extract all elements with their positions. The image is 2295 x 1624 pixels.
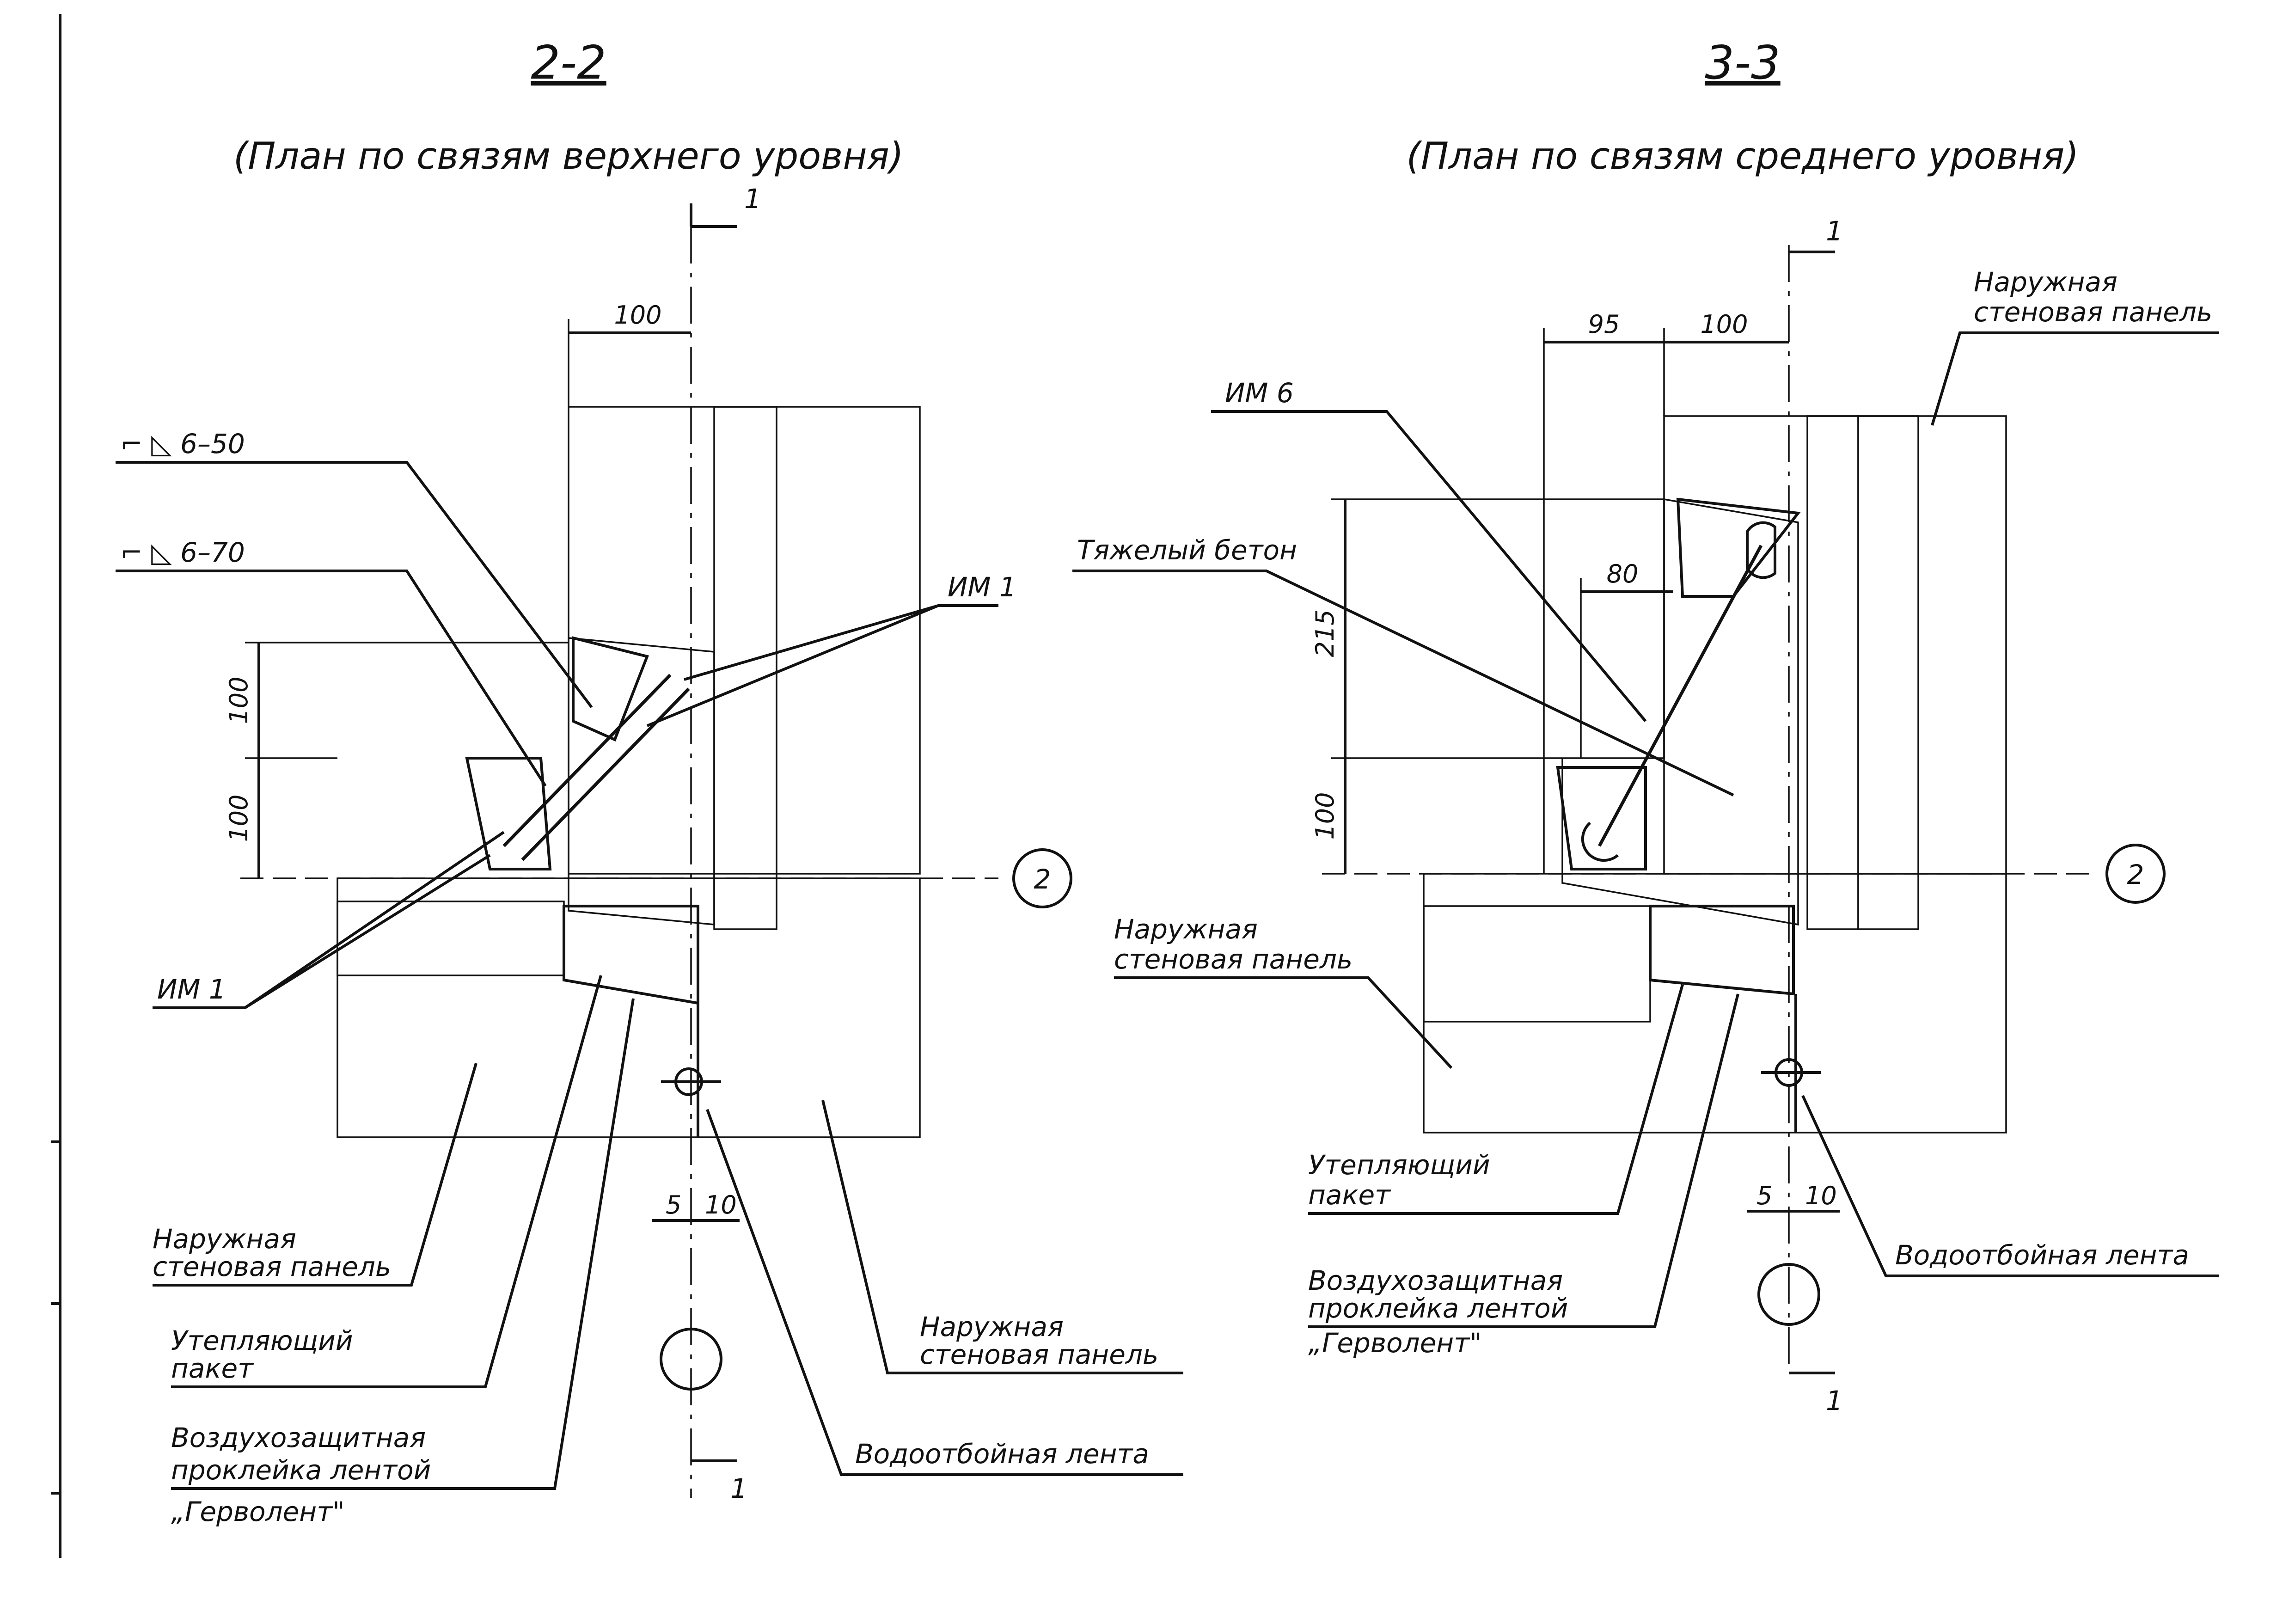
upper-panel — [568, 406, 921, 875]
axis-bubble — [2105, 844, 2166, 904]
label-im-left: ИМ 1 — [157, 974, 226, 1005]
cut-mark-label: 1 — [730, 1473, 747, 1504]
label-air-seal-3: „Герволент" — [171, 1496, 345, 1527]
label-insulation-2: пакет — [1308, 1179, 1391, 1211]
tie-bar — [1597, 545, 1763, 847]
dim-b10: 10 — [1805, 1181, 1837, 1210]
leader-water-tape — [706, 1109, 1183, 1476]
leader-air-seal — [171, 998, 635, 1490]
leader-air-seal — [1308, 993, 1739, 1328]
axis-number: 2 — [1034, 864, 1051, 895]
label-air-seal-2: проклейка лентой — [171, 1454, 431, 1486]
embedded-plate — [1676, 497, 1801, 598]
dim-215: 215 — [1310, 609, 1340, 657]
leader-im-top — [684, 604, 939, 681]
dim-v-upper: 100 — [224, 676, 253, 724]
label-outer-panel-top-2: стеновая панель — [1974, 296, 2212, 328]
leader-outer-panel-left — [1114, 976, 1453, 1069]
dim-80: 80 — [1607, 559, 1639, 588]
label-air-seal-1: Воздухозащитная — [171, 1422, 426, 1453]
dim-v-lower: 100 — [224, 794, 253, 842]
tie-bar — [521, 687, 690, 861]
insulation-strip — [1857, 415, 1919, 930]
label-im: ИМ 6 — [1225, 377, 1294, 409]
leader-water-tape — [1801, 1095, 2219, 1277]
loop — [1581, 821, 1619, 862]
cut-mark-label: 1 — [1826, 215, 1843, 247]
section-title: 2-2 — [531, 36, 606, 90]
leader-heavy-concrete — [1072, 570, 1734, 797]
leader-insulation — [171, 975, 602, 1388]
pipe-circle — [660, 1328, 722, 1391]
embedded-plate — [572, 636, 649, 742]
insulation-band — [337, 901, 565, 976]
pipe-circle — [1757, 1263, 1820, 1326]
cut-mark-label: 1 — [744, 183, 761, 214]
label-outer-panel-left-2: стеновая панель — [153, 1251, 391, 1282]
cut-mark-label: 1 — [1826, 1385, 1843, 1416]
leader-im-left — [244, 831, 505, 1009]
leader-outer-panel-top — [1931, 331, 2219, 426]
label-water-tape: Водоотбойная лента — [1895, 1239, 2189, 1271]
label-outer-panel-right-2: стеновая панель — [920, 1339, 1158, 1370]
label-heavy-concrete: Тяжелый бетон — [1077, 534, 1297, 566]
axis-bubble — [1012, 848, 1072, 908]
embedded-plate — [1556, 766, 1647, 870]
label-water-tape: Водоотбойная лента — [855, 1438, 1149, 1470]
leader-outer-panel-left — [153, 1063, 477, 1287]
dim-top: 100 — [614, 300, 661, 330]
axis-number: 2 — [2127, 859, 2144, 890]
leader-weld-6-50 — [116, 461, 593, 708]
label-outer-panel-left-2: стеновая панель — [1114, 944, 1353, 975]
section-subtitle: (План по связям верхнего уровня) — [233, 135, 904, 178]
insulation-band — [1423, 905, 1651, 1023]
leader-im — [1211, 410, 1647, 722]
dim-b5: 5 — [666, 1190, 681, 1220]
leader-weld-6-70 — [116, 570, 547, 787]
embedded-plate — [465, 757, 552, 870]
label-air-seal-1: Воздухозащитная — [1308, 1265, 1563, 1296]
tie-bar — [502, 674, 672, 847]
label-outer-panel-left-1: Наружная — [153, 1223, 296, 1255]
dim-b5: 5 — [1756, 1181, 1772, 1210]
concrete-fill — [1561, 498, 1799, 926]
label-insulation-1: Утепляющий — [1308, 1149, 1490, 1181]
section-3-3: 3-3 (План по связям среднего уровня) 2 — [1072, 36, 2219, 1416]
label-weld-6-50: ⌐ ◺ 6–50 — [120, 428, 245, 460]
leader-outer-panel-right — [821, 1100, 1183, 1374]
label-im-top: ИМ 1 — [948, 571, 1016, 603]
label-outer-panel-left-1: Наружная — [1114, 913, 1258, 945]
insulation-strip — [1806, 415, 1859, 930]
label-air-seal-2: проклейка лентой — [1308, 1293, 1568, 1324]
dim-b10: 10 — [705, 1190, 737, 1220]
section-subtitle: (План по связям среднего уровня) — [1407, 135, 2079, 178]
dim-95: 95 — [1588, 310, 1620, 339]
section-2-2: 2-2 (План по связям верхнего уровня) 2 — [116, 36, 1183, 1527]
label-insulation-2: пакет — [171, 1353, 254, 1384]
dim-100: 100 — [1700, 310, 1748, 339]
loop — [1746, 521, 1776, 579]
label-outer-panel-right-1: Наружная — [920, 1311, 1064, 1342]
label-weld-6-70: ⌐ ◺ 6–70 — [120, 537, 245, 568]
label-insulation-1: Утепляющий — [171, 1325, 353, 1356]
leader-im-top — [646, 604, 998, 727]
concrete-fill — [568, 637, 715, 925]
upper-panel — [1663, 415, 2007, 875]
section-title: 3-3 — [1705, 36, 1780, 90]
dim-v100: 100 — [1310, 792, 1340, 840]
air-seal-pack — [1649, 905, 1795, 996]
label-outer-panel-top-1: Наружная — [1974, 266, 2118, 298]
leader-insulation — [1308, 984, 1684, 1215]
label-air-seal-3: „Герволент" — [1308, 1327, 1482, 1359]
